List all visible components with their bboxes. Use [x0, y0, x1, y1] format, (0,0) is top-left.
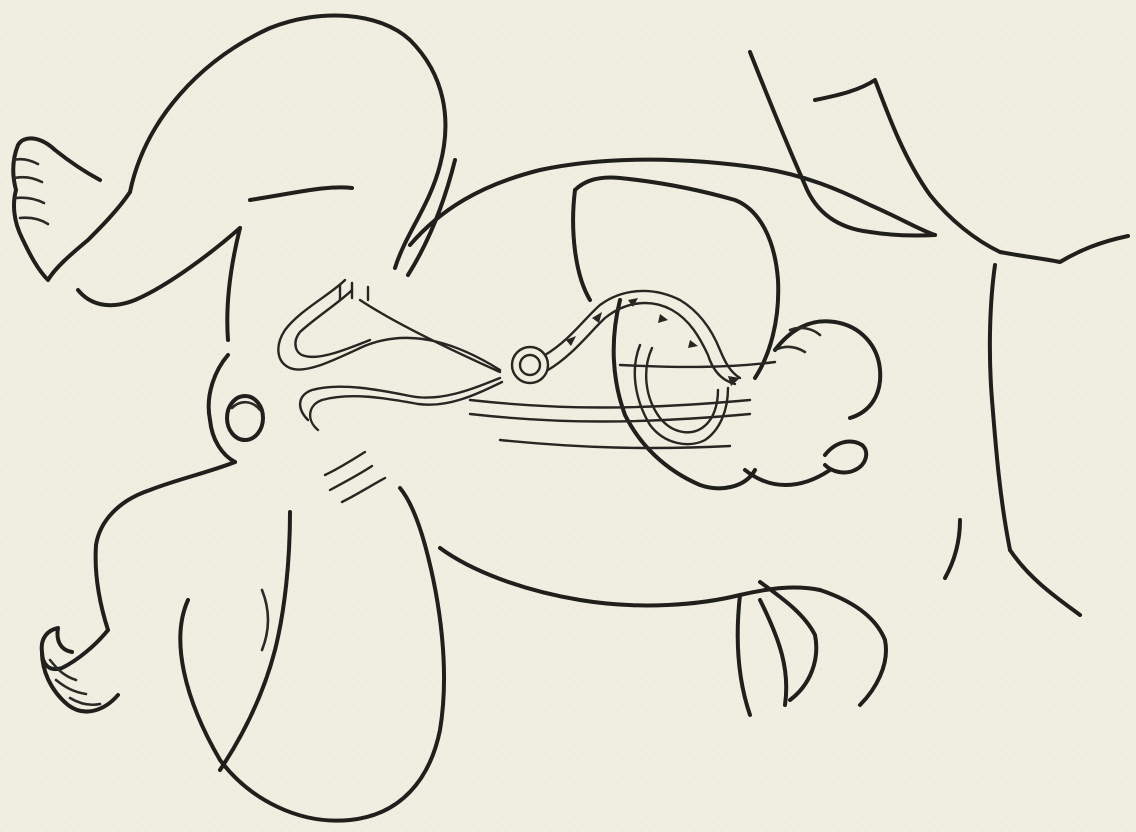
paper-grain	[0, 0, 1136, 832]
anatomical-line-drawing	[0, 0, 1136, 832]
